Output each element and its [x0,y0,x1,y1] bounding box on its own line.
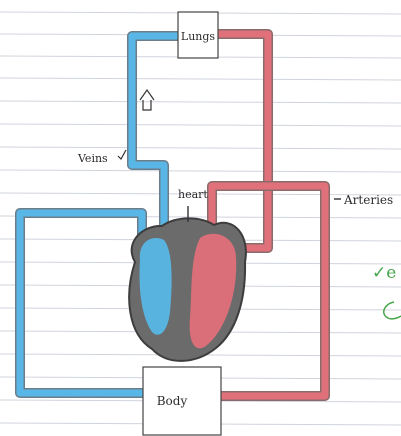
artery-path-lungs [219,34,268,248]
body-box: Body [143,367,221,435]
heart-label: heart [178,188,208,201]
lungs-label: Lungs [181,30,216,43]
green-margin-mark: ✓e [372,263,396,283]
ruled-lines [0,12,401,425]
lungs-box: Lungs [178,12,218,58]
checkmark-icon [118,150,126,159]
arteries-label: Arteries [343,193,393,207]
veins-label: Veins [77,152,108,165]
heart [129,218,246,361]
up-arrow-icon [140,90,154,110]
body-label: Body [157,394,188,408]
